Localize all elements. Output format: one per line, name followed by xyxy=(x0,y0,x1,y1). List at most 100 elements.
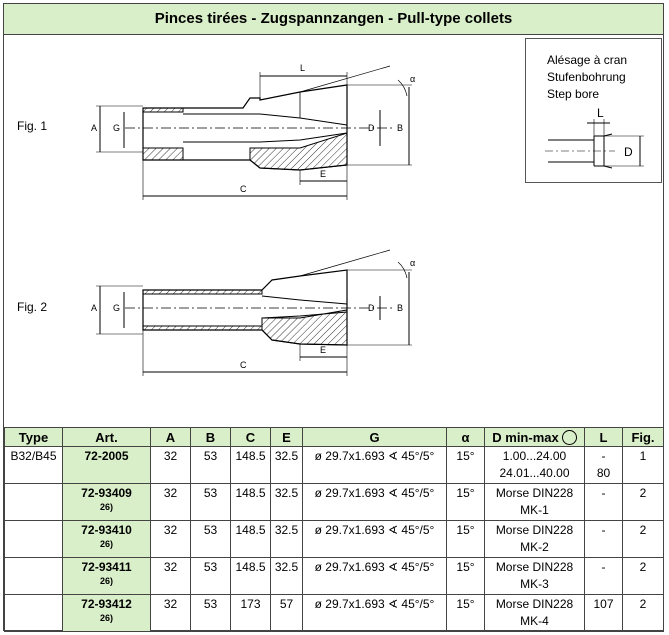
fig2-label-G: G xyxy=(113,303,120,313)
cell-g: ø 29.7x1.693 ∢ 45°/5° xyxy=(302,520,447,558)
cell-fig: 2 xyxy=(622,557,664,595)
cell-type xyxy=(4,594,63,632)
cell-l: 107 xyxy=(584,594,623,632)
page-title: Pinces tirées - Zugspannzangen - Pull-ty… xyxy=(4,4,663,35)
cell-c: 148.5 xyxy=(230,520,271,558)
inset-label-D: D xyxy=(624,145,633,159)
header-e: E xyxy=(270,427,303,447)
fig2-label-C: C xyxy=(240,360,247,370)
cell-art: 72-93410 26) xyxy=(62,520,151,558)
collet-drawings: A G B D L C E α xyxy=(91,63,644,376)
cell-l: - xyxy=(584,557,623,595)
inset-title-en: Step bore xyxy=(547,87,600,101)
fig1-label-E: E xyxy=(320,169,326,179)
fig1-label-L: L xyxy=(300,63,305,73)
cell-l: - xyxy=(584,520,623,558)
header-alpha: α xyxy=(446,427,485,447)
fig1-label-C: C xyxy=(240,184,247,194)
footnote-ref: 26) xyxy=(99,613,113,623)
d-range-line1: Morse DIN228 xyxy=(495,486,574,500)
inset-label-L: L xyxy=(597,106,604,120)
cell-e: 32.5 xyxy=(270,483,303,521)
step-bore-inset xyxy=(525,38,662,183)
d-range-line1: 1.00...24.00 xyxy=(502,449,567,463)
header-b: B xyxy=(190,427,231,447)
l-line1: - xyxy=(601,449,606,463)
d-range-line1: Morse DIN228 xyxy=(495,560,574,574)
header-type: Type xyxy=(4,427,63,447)
collet-table: Type Art. A B C E G α D min-max L Fig. B… xyxy=(4,427,664,632)
cell-a: 32 xyxy=(150,594,191,632)
cell-c: 148.5 xyxy=(230,446,271,484)
cell-g: ø 29.7x1.693 ∢ 45°/5° xyxy=(302,483,447,521)
fig1-label-G: G xyxy=(113,123,120,133)
d-range-line2: MK-4 xyxy=(520,614,549,628)
cell-g: ø 29.7x1.693 ∢ 45°/5° xyxy=(302,594,447,632)
cell-b: 53 xyxy=(190,594,231,632)
cell-a: 32 xyxy=(150,446,191,484)
cell-b: 53 xyxy=(190,520,231,558)
header-d-range: D min-max xyxy=(484,427,585,447)
header-d-range-label: D min-max xyxy=(492,429,559,445)
fig1-label-D: D xyxy=(368,123,375,133)
cell-art: 72-93411 26) xyxy=(62,557,151,595)
cell-l: - xyxy=(584,483,623,521)
cell-art: 72-93412 26) xyxy=(62,594,151,632)
art-number: 72-93410 xyxy=(81,523,132,537)
table-row: B32/B45 72-2005 32 53 148.5 32.5 ø 29.7x… xyxy=(4,446,664,484)
cell-e: 32.5 xyxy=(270,557,303,595)
cell-a: 32 xyxy=(150,557,191,595)
fig2-label-D: D xyxy=(368,303,375,313)
cell-e: 32.5 xyxy=(270,446,303,484)
cell-fig: 2 xyxy=(622,520,664,558)
art-number: 72-93411 xyxy=(81,560,132,574)
figure-2-drawing xyxy=(96,249,412,376)
footnote-ref: 26) xyxy=(99,502,113,512)
figure-1-drawing xyxy=(96,65,412,200)
cell-alpha: 15° xyxy=(446,520,485,558)
d-range-line1: Morse DIN228 xyxy=(495,523,574,537)
header-fig: Fig. xyxy=(622,427,664,447)
cell-alpha: 15° xyxy=(446,557,485,595)
d-range-line2: MK-3 xyxy=(520,577,549,591)
cell-fig: 2 xyxy=(622,483,664,521)
cell-art: 72-2005 xyxy=(62,446,151,484)
d-range-line2: MK-2 xyxy=(520,540,549,554)
fig1-label-A: A xyxy=(91,123,97,133)
l-line2: 80 xyxy=(596,466,611,480)
cell-b: 53 xyxy=(190,557,231,595)
fig2-label-E: E xyxy=(320,345,326,355)
footnote-ref: 26) xyxy=(99,576,113,586)
figure-2-label: Fig. 2 xyxy=(17,300,48,314)
cell-a: 32 xyxy=(150,483,191,521)
fig1-label-alpha: α xyxy=(410,74,415,84)
cell-a: 32 xyxy=(150,520,191,558)
header-a: A xyxy=(150,427,191,447)
d-range-line1: Morse DIN228 xyxy=(495,597,574,611)
fig2-label-B: B xyxy=(397,303,403,313)
cell-type: B32/B45 xyxy=(4,446,63,484)
cell-c: 148.5 xyxy=(230,557,271,595)
circle-icon xyxy=(561,429,577,445)
header-g: G xyxy=(302,427,447,447)
cell-b: 53 xyxy=(190,446,231,484)
cell-l: - 80 xyxy=(584,446,623,484)
cell-alpha: 15° xyxy=(446,594,485,632)
art-number: 72-93412 xyxy=(81,597,132,611)
cell-g: ø 29.7x1.693 ∢ 45°/5° xyxy=(302,557,447,595)
cell-c: 148.5 xyxy=(230,483,271,521)
cell-d-range: 1.00...24.00 24.01...40.00 xyxy=(484,446,585,484)
table-header-row: Type Art. A B C E G α D min-max L Fig. xyxy=(4,427,664,447)
cell-b: 53 xyxy=(190,483,231,521)
inset-title-de: Stufenbohrung xyxy=(547,70,626,84)
footnote-ref: 26) xyxy=(99,539,113,549)
d-range-line2: MK-1 xyxy=(520,503,549,517)
fig1-label-B: B xyxy=(397,123,403,133)
d-range-line2: 24.01...40.00 xyxy=(499,466,570,480)
cell-alpha: 15° xyxy=(446,446,485,484)
